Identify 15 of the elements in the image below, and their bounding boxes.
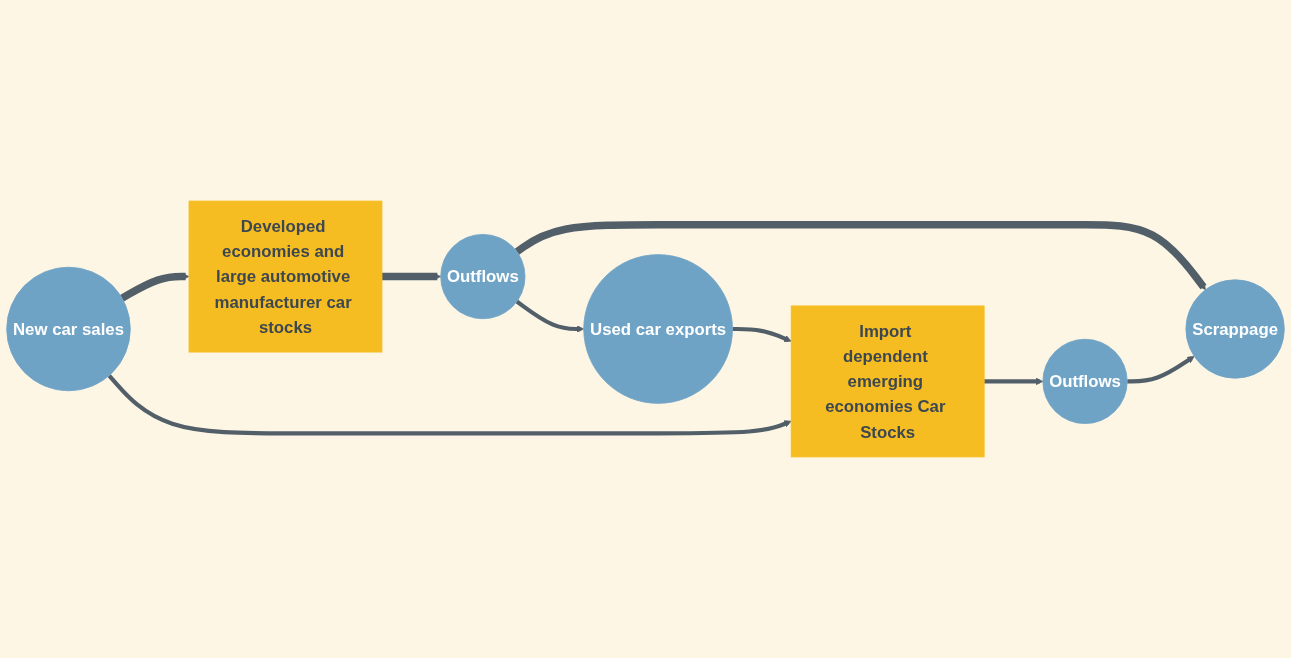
arrow <box>120 272 190 302</box>
node-circle: Outflows <box>1042 338 1128 425</box>
node-box: Developed economies and large automotive manufacturer car stocks <box>188 200 383 353</box>
node-circle: Used car exports <box>583 254 733 404</box>
arrow <box>984 377 1044 386</box>
arrow <box>381 272 441 281</box>
arrow <box>515 299 585 333</box>
arrow <box>1127 355 1195 384</box>
arrow <box>732 326 792 343</box>
node-circle: Outflows <box>440 234 526 320</box>
node-circle: New car sales <box>6 266 131 392</box>
arrow <box>514 220 1207 291</box>
node-box: Import dependent emerging economies Car Stocks <box>790 305 985 458</box>
arrow <box>107 374 792 436</box>
node-circle: Scrappage <box>1185 279 1285 379</box>
